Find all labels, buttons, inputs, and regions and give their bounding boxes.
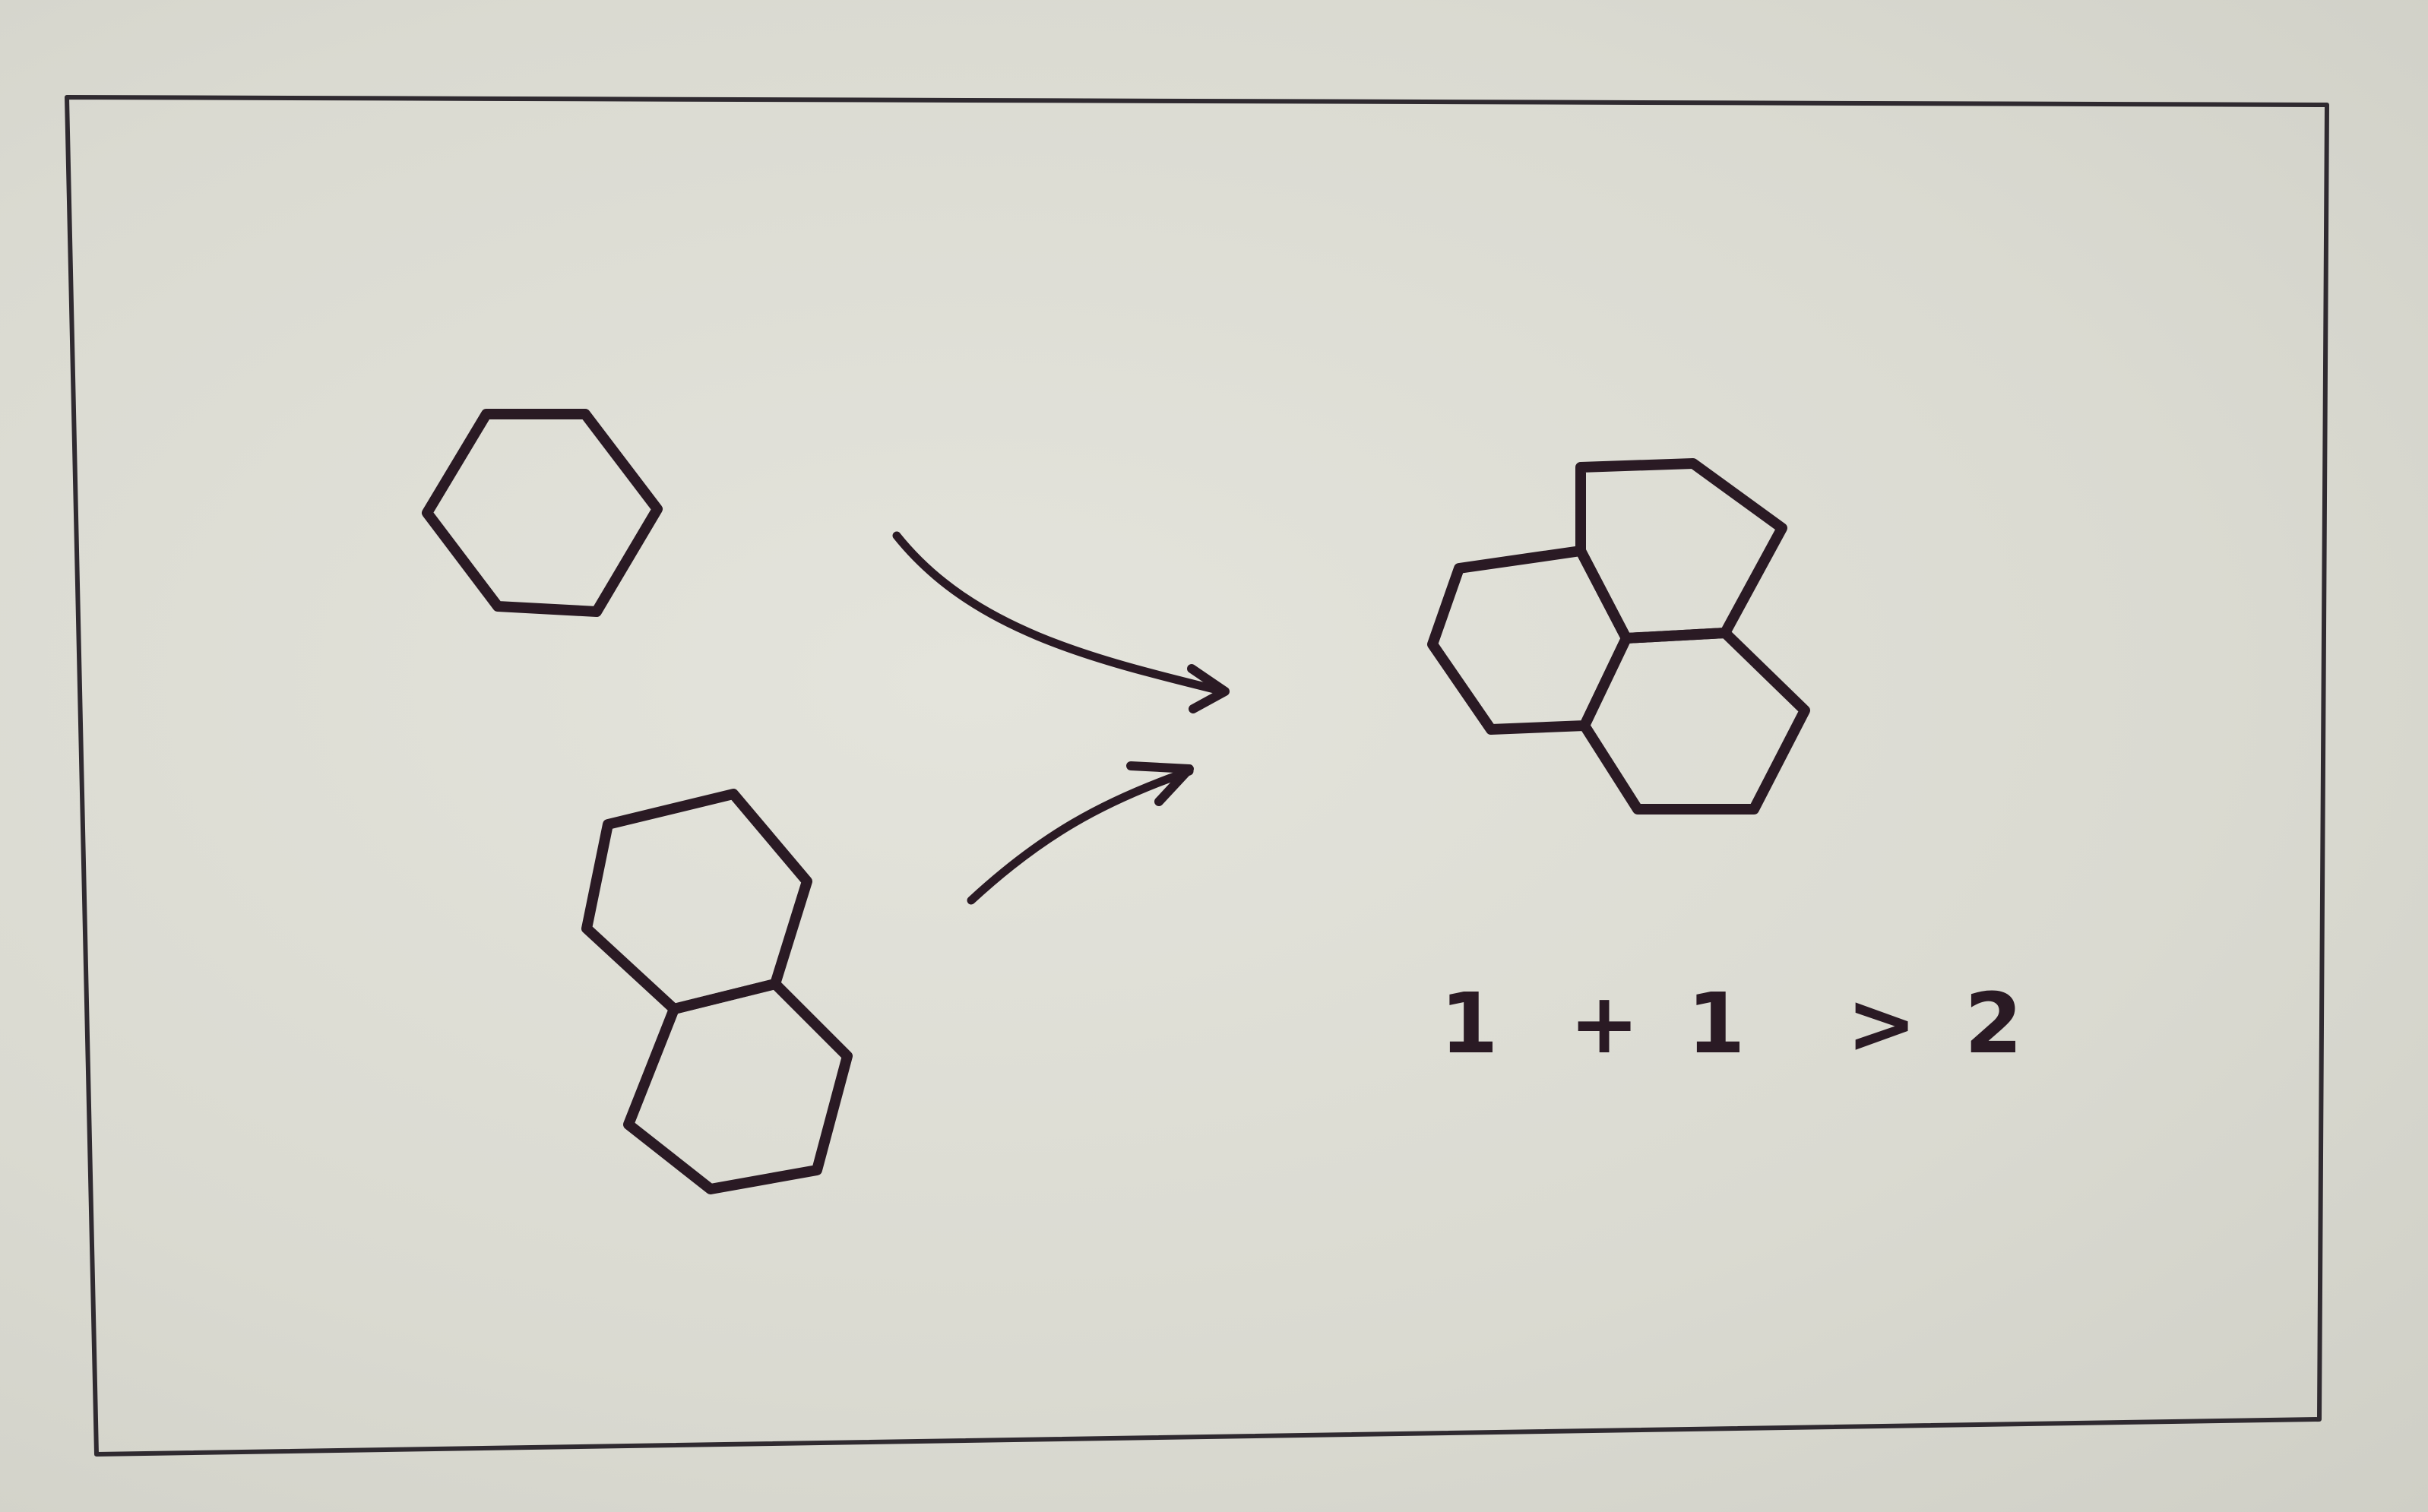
equation-plus-sign: +	[1569, 975, 1639, 1072]
triple-hexagon-cluster	[1427, 458, 1810, 815]
equation-result: 2	[1964, 975, 2023, 1072]
double-hexagon-bottom-ring	[623, 979, 853, 1194]
equation: 1 + 1 > 2	[1440, 975, 2023, 1072]
cluster-right-ring	[1579, 628, 1810, 815]
double-hexagon-top-ring	[581, 789, 812, 1014]
frame-border	[65, 95, 2329, 1457]
double-hexagon	[581, 789, 853, 1194]
arrow-upper	[892, 531, 1230, 713]
arrow-lower	[967, 761, 1194, 905]
equation-left-operand: 1	[1440, 975, 1499, 1072]
equation-relation: >	[1847, 975, 1917, 1072]
equation-right-operand: 1	[1687, 975, 1746, 1072]
single-hexagon	[422, 409, 663, 617]
